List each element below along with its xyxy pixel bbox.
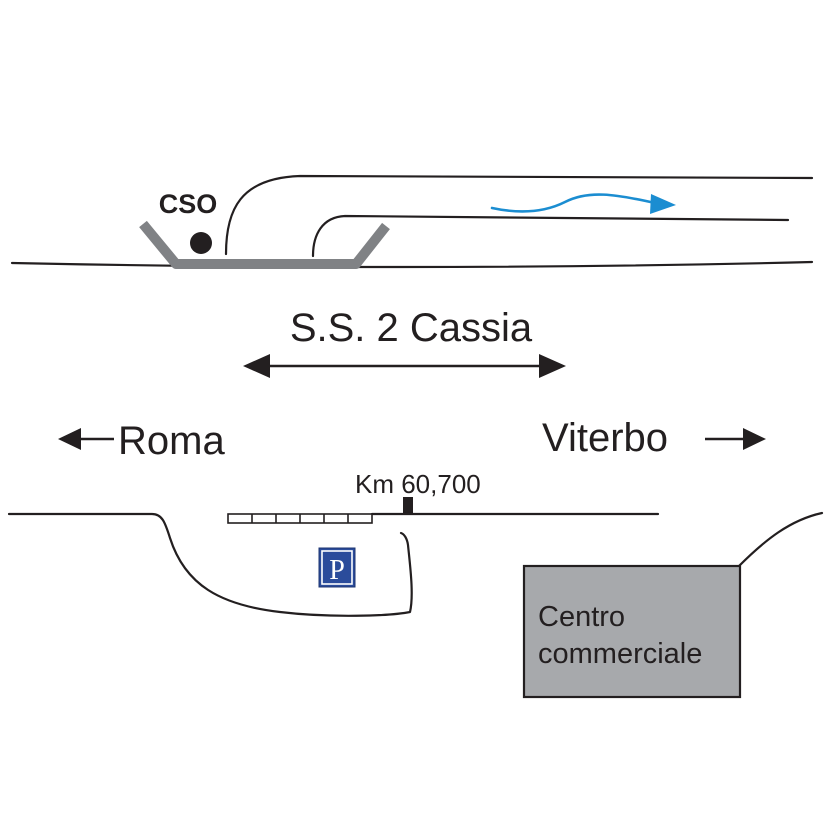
road-name-label: S.S. 2 Cassia bbox=[290, 306, 533, 350]
riverbank-line bbox=[10, 260, 814, 269]
arrow-left-icon bbox=[58, 428, 114, 450]
km-marker-label: Km 60,700 bbox=[355, 469, 481, 499]
mall-label-line2: commerciale bbox=[538, 638, 702, 670]
channel-inner-bank bbox=[311, 214, 790, 258]
parking-label: P bbox=[329, 555, 345, 586]
road-section: S.S. 2 Cassia bbox=[243, 306, 566, 378]
east-city-label: Viterbo bbox=[542, 416, 668, 460]
mall-building bbox=[522, 564, 742, 699]
mall-label-line1: Centro bbox=[538, 601, 625, 633]
west-city-label: Roma bbox=[118, 419, 225, 463]
km-marker-post bbox=[403, 497, 413, 514]
bridge-structure bbox=[139, 220, 390, 269]
lower-roadside: Km 60,700 P Centro commerciale bbox=[7, 469, 824, 699]
cso-label: CSO bbox=[159, 189, 218, 219]
flow-direction-icon bbox=[490, 193, 676, 214]
arrow-right-icon bbox=[705, 428, 766, 450]
river-section: CSO bbox=[10, 174, 814, 269]
parking-icon: P bbox=[318, 547, 356, 588]
direction-west: Roma bbox=[58, 419, 225, 463]
road-edge-line bbox=[7, 512, 413, 617]
mall-side-road bbox=[737, 511, 824, 568]
cso-marker-icon bbox=[190, 232, 212, 254]
lay-by-segmented-bar bbox=[227, 513, 373, 524]
double-arrow-icon bbox=[243, 354, 566, 378]
channel-outer-bank bbox=[224, 174, 814, 256]
direction-east: Viterbo bbox=[542, 416, 766, 460]
